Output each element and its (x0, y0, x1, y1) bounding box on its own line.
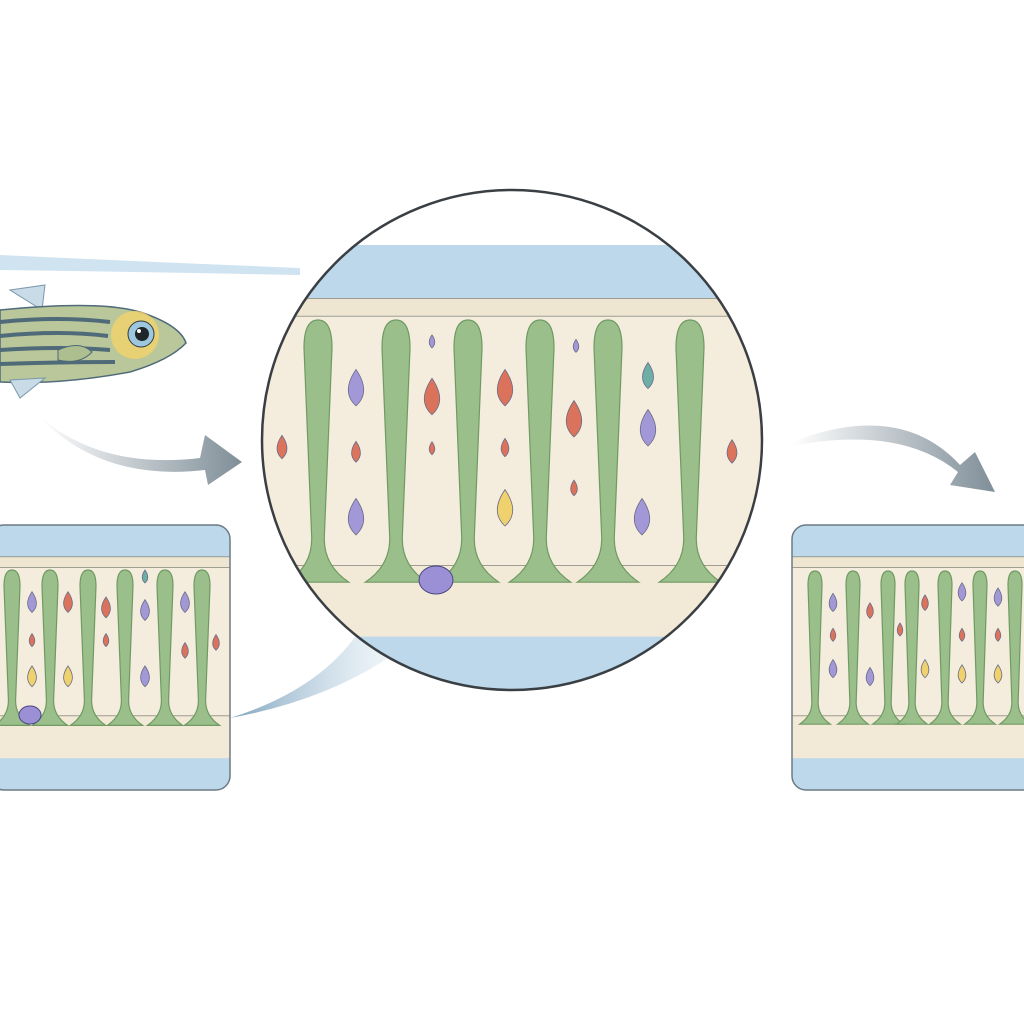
membrane-layer (0, 556, 230, 568)
zoom-beam (230, 630, 400, 718)
retina-tissue-right (791, 524, 1024, 791)
muller-glia-cell (507, 319, 573, 583)
red-photoreceptor (958, 627, 966, 642)
teal-photoreceptor (141, 569, 149, 584)
muller-glia-cell (870, 570, 906, 725)
purple-photoreceptor (428, 334, 436, 349)
muller-glia-cell (894, 570, 930, 725)
yellow-photoreceptor (27, 665, 37, 688)
red-photoreceptor (866, 602, 874, 619)
red-photoreceptor (726, 439, 738, 464)
muller-glia-cell (145, 569, 185, 726)
red-photoreceptor (212, 633, 220, 651)
tissue-layers (262, 245, 762, 690)
purple-photoreceptor (347, 497, 365, 536)
red-photoreceptor (570, 479, 578, 497)
red-photoreceptor (101, 596, 111, 619)
red-photoreceptor (896, 622, 904, 637)
arrow-to-zoom-icon (38, 415, 242, 485)
muller-glia-cell (835, 570, 871, 725)
red-photoreceptor (565, 399, 583, 438)
red-photoreceptor (181, 641, 189, 659)
muller-glia-cell (797, 570, 833, 725)
muller-glia-cell (182, 569, 222, 726)
muller-glia-cell (657, 319, 723, 583)
purple-photoreceptor (865, 666, 875, 687)
bottom-blue-layer (792, 758, 1024, 790)
purple-photoreceptor (633, 497, 651, 536)
red-photoreceptor (351, 440, 361, 463)
tissue-outline (791, 524, 1024, 791)
microglia-cell (18, 705, 42, 725)
magnifier-circle (260, 188, 764, 692)
top-blue-layer (792, 525, 1024, 557)
muller-glia-cell (927, 570, 963, 725)
muller-glia-cell (105, 569, 145, 726)
muller-glia-cell (363, 319, 429, 583)
top-blue-layer (262, 245, 762, 299)
teal-photoreceptor (642, 361, 654, 390)
retina-tissue-left (0, 524, 231, 791)
red-photoreceptor (276, 434, 288, 460)
red-photoreceptor (921, 594, 929, 612)
bottom-blue-layer (0, 758, 230, 790)
zebrafish-icon (0, 284, 187, 399)
red-photoreceptor (829, 627, 837, 642)
yellow-photoreceptor (993, 664, 1003, 684)
yellow-photoreceptor (920, 658, 930, 679)
membrane-layer (792, 556, 1024, 568)
purple-photoreceptor (140, 665, 150, 688)
red-photoreceptor (423, 377, 441, 416)
purple-photoreceptor (828, 592, 838, 613)
muller-glia-cell (435, 319, 501, 583)
purple-photoreceptor (993, 587, 1003, 607)
tissue-outline (0, 524, 231, 791)
purple-photoreceptor (180, 590, 190, 614)
muller-glia-cell (575, 319, 641, 583)
purple-photoreceptor (828, 658, 838, 679)
muller-glia-cell (997, 570, 1024, 725)
tissue-layers (0, 525, 230, 790)
muller-glia-cell (68, 569, 108, 726)
red-photoreceptor (63, 590, 73, 614)
tissue-layers (792, 525, 1024, 790)
red-photoreceptor (994, 627, 1002, 642)
purple-photoreceptor (27, 590, 37, 614)
membrane-layer (262, 297, 762, 317)
purple-photoreceptor (347, 368, 365, 407)
yellow-photoreceptor (496, 488, 514, 527)
purple-photoreceptor (572, 338, 580, 353)
yellow-photoreceptor (63, 665, 73, 688)
magnifier-outline (260, 188, 764, 692)
red-photoreceptor (496, 368, 514, 407)
purple-photoreceptor (639, 408, 657, 447)
muller-glia-cell (0, 569, 32, 726)
top-blue-layer (0, 525, 230, 557)
arrow-right-icon (792, 425, 995, 492)
red-photoreceptor (28, 632, 36, 648)
muller-glia-cell (285, 319, 351, 583)
yellow-photoreceptor (957, 664, 967, 684)
muller-glia-cell (962, 570, 998, 725)
water-surface (0, 255, 300, 275)
microglia-cell (418, 565, 454, 595)
red-photoreceptor (102, 632, 110, 648)
purple-photoreceptor (140, 598, 150, 621)
purple-photoreceptor (957, 581, 967, 602)
red-photoreceptor (500, 437, 510, 458)
red-photoreceptor (428, 440, 436, 456)
